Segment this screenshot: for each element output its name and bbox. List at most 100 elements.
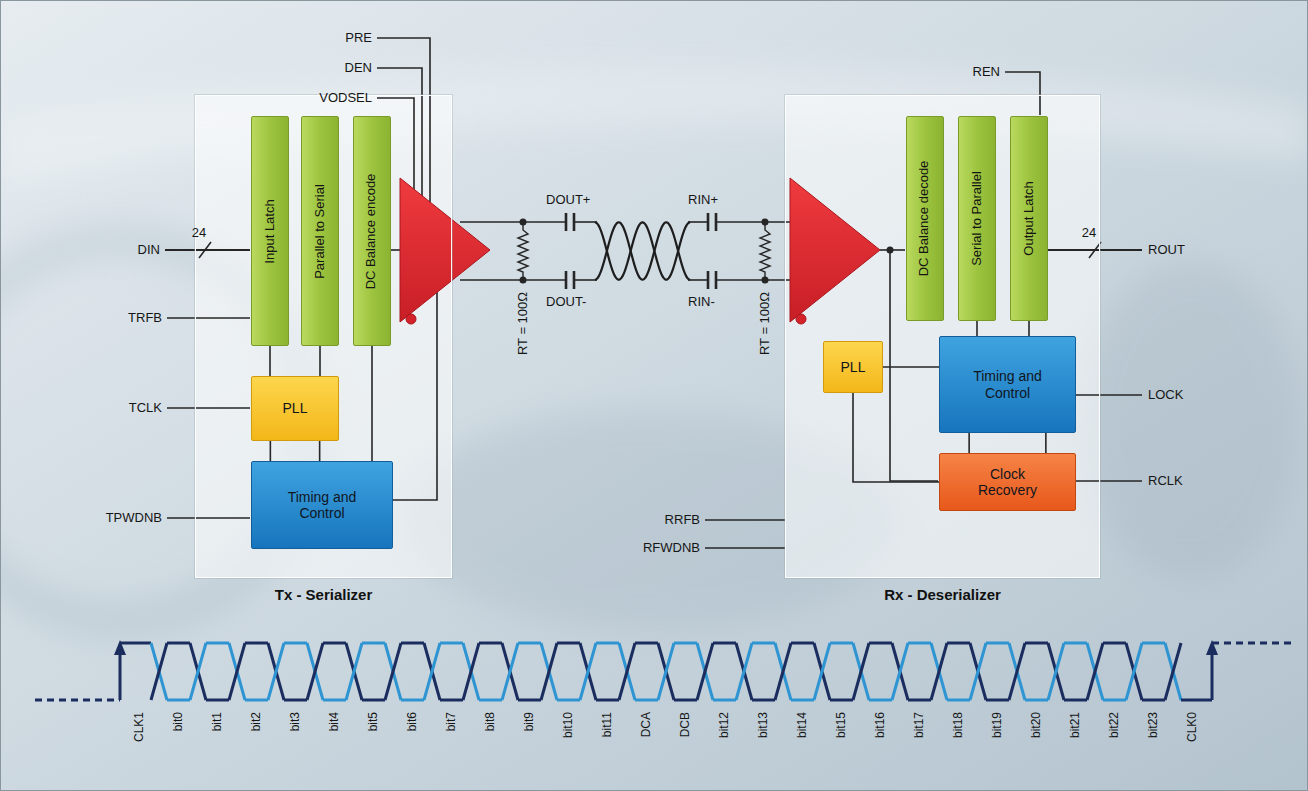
capacitor-symbol	[707, 213, 710, 231]
waveform-trace	[736, 643, 752, 700]
bit-label: bit6	[406, 712, 419, 731]
block-label: DC Balance encode	[365, 173, 380, 289]
waveform-trace	[947, 699, 970, 702]
circuit-block: Rx - DeserializerDC Balance decodeSerial…	[785, 95, 1100, 578]
waveform-trace	[1009, 643, 1025, 700]
waveform-trace	[385, 643, 401, 700]
signal-wire	[167, 317, 250, 319]
waveform-trace	[908, 699, 931, 702]
signal-label: DEN	[345, 61, 372, 75]
signal-wire	[167, 517, 250, 519]
waveform-trace	[1087, 643, 1103, 700]
waveform-trace	[814, 643, 830, 700]
waveform-trace	[853, 643, 869, 700]
signal-label: DIN	[138, 243, 160, 257]
waveform-trace	[619, 643, 635, 700]
signal-label: RCLK	[1148, 474, 1183, 488]
capacitor-symbol	[573, 213, 576, 231]
waveform-trace	[830, 642, 853, 645]
connector	[319, 346, 321, 376]
waveform-trace	[752, 699, 775, 702]
waveform-trace	[362, 699, 385, 702]
block-heading: Tx - Serializer	[275, 586, 373, 603]
waveform-trace	[35, 699, 120, 702]
signal-wire	[574, 221, 597, 223]
waveform-trace	[119, 653, 122, 700]
waveform-trace	[346, 643, 362, 700]
waveform-trace	[541, 643, 557, 700]
connector	[269, 346, 271, 376]
signal-label: ROUT	[1148, 243, 1185, 257]
bit-label: bit2	[250, 712, 263, 731]
function-block: DC Balance decode	[906, 116, 944, 321]
waveform-trace	[1064, 699, 1087, 702]
waveform-trace	[892, 643, 908, 700]
bit-label: bit14	[796, 712, 809, 738]
bit-label: bit8	[484, 712, 497, 731]
waveform-trace	[1064, 642, 1087, 645]
signal-label: TRFB	[128, 311, 162, 325]
block-label: PLL	[283, 400, 308, 416]
waveform-trace	[424, 643, 440, 700]
bit-label: bit21	[1069, 712, 1082, 738]
waveform-trace	[596, 642, 619, 645]
bit-label: bit9	[523, 712, 536, 731]
waveform-trace	[869, 642, 892, 645]
signal-label: LOCK	[1148, 388, 1183, 402]
signal-wire	[392, 290, 437, 500]
waveform-trace	[401, 699, 424, 702]
waveform-trace	[401, 642, 424, 645]
signal-label: RFWDNB	[643, 541, 700, 555]
block-label: DC Balance decode	[918, 161, 933, 277]
bit-label: bit1	[211, 712, 224, 731]
waveform-trace	[697, 643, 713, 700]
bit-label: bit11	[601, 712, 614, 737]
waveform-trace	[424, 643, 440, 700]
waveform-trace	[1181, 699, 1212, 702]
capacitor-symbol	[707, 271, 710, 289]
waveform-trace	[167, 642, 190, 645]
function-block: Serial to Parallel	[958, 116, 996, 321]
block-label: PLL	[841, 359, 866, 375]
signal-wire	[716, 279, 800, 281]
function-block: DC Balance encode	[353, 116, 391, 346]
bit-label: bit22	[1108, 712, 1121, 738]
waveform-trace	[284, 642, 307, 645]
bit-label: bit0	[172, 712, 185, 731]
bit-label: bit10	[562, 712, 575, 738]
capacitor-symbol	[573, 271, 576, 289]
waveform-trace	[502, 643, 518, 700]
bit-label: bit4	[328, 712, 341, 731]
circuit-block: Tx - SerializerInput LatchParallel to Se…	[195, 95, 452, 578]
connector	[976, 321, 978, 336]
dashboard-shape	[1080, 260, 1300, 580]
waveform-trace	[775, 643, 791, 700]
waveform-trace	[479, 699, 502, 702]
signal-label: RRFB	[665, 513, 700, 527]
waveform-trace	[1103, 642, 1126, 645]
signal-wire	[705, 547, 785, 549]
waveform-trace	[245, 642, 268, 645]
waveform-trace	[674, 642, 697, 645]
waveform-trace	[518, 699, 541, 702]
signal-wire	[705, 519, 785, 521]
waveform-trace	[463, 643, 479, 700]
waveform-trace	[268, 643, 284, 700]
waveform-trace	[1009, 643, 1025, 700]
signal-label: DOUT+	[546, 193, 590, 207]
waveform-trace	[1126, 643, 1142, 700]
connector	[968, 433, 970, 453]
waveform-trace	[1087, 643, 1103, 700]
waveform-trace	[1048, 643, 1064, 700]
signal-wire	[460, 221, 566, 223]
waveform-trace	[791, 642, 814, 645]
timing-diagram	[35, 640, 1292, 700]
panel-fill	[785, 95, 1100, 578]
waveform-trace	[284, 699, 307, 702]
waveform-trace	[658, 643, 674, 700]
waveform-trace	[596, 699, 619, 702]
bus-wire	[165, 249, 250, 251]
